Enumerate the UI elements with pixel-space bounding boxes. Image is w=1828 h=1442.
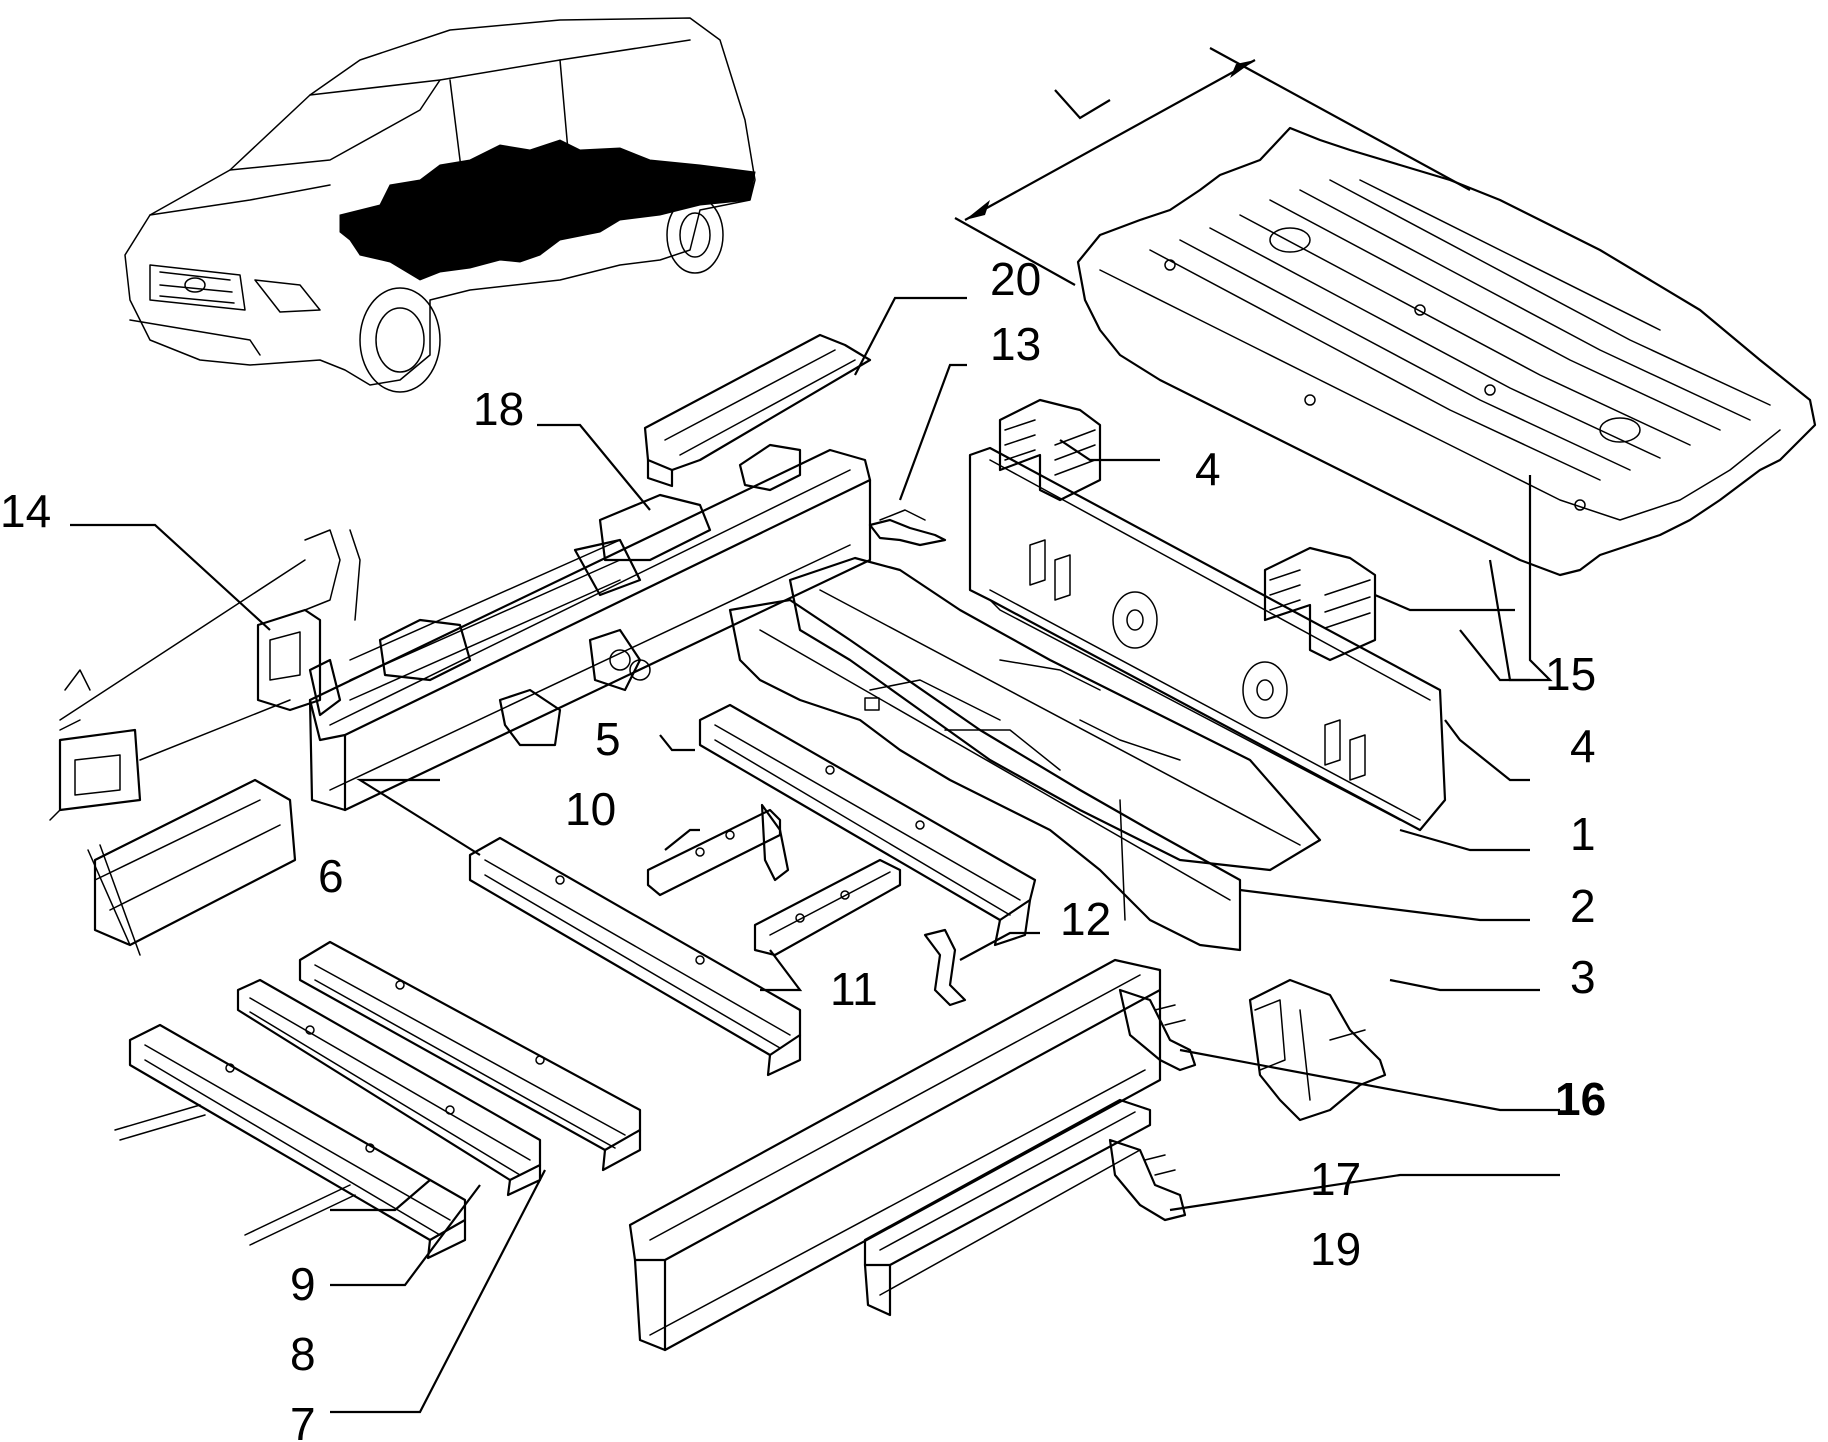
callout-1: 1 xyxy=(1570,808,1596,860)
dimension-l: L xyxy=(954,47,1471,286)
callout-4-lower: 4 xyxy=(1570,720,1596,772)
part-8-crossmember xyxy=(236,978,542,1197)
callout-6: 6 xyxy=(318,850,344,902)
callout-7: 7 xyxy=(290,1398,316,1442)
part-16-bracket xyxy=(1248,978,1387,1122)
callout-15: 15 xyxy=(1545,648,1596,700)
part-12-clip xyxy=(923,928,967,1007)
callout-labels: 1 2 3 4 4 5 6 7 8 9 10 11 12 13 14 15 16… xyxy=(0,253,1606,1442)
van-thumbnail xyxy=(124,17,756,393)
callout-14: 14 xyxy=(0,485,51,537)
callout-19: 19 xyxy=(1310,1223,1361,1275)
floor-highlight-silhouette xyxy=(339,139,756,281)
callout-17: 17 xyxy=(1310,1153,1361,1205)
part-17-side-rail xyxy=(628,958,1197,1352)
part-9-crossmember xyxy=(114,1023,467,1260)
leader-lines xyxy=(70,296,1560,1414)
part-20-rail xyxy=(643,333,872,488)
callout-18: 18 xyxy=(473,383,524,435)
part-3-center-beam xyxy=(728,598,1242,952)
part-18-chassis-assembly xyxy=(308,443,872,812)
callout-8: 8 xyxy=(290,1328,316,1380)
part-19-side-rail xyxy=(863,1098,1187,1317)
callout-20: 20 xyxy=(990,253,1041,305)
part-1-rear-crossmember xyxy=(968,446,1447,832)
left-sill xyxy=(87,778,297,956)
part-11-bracket xyxy=(753,858,902,957)
callout-4-upper: 4 xyxy=(1195,443,1221,495)
part-14-front-section xyxy=(49,529,361,821)
callout-3: 3 xyxy=(1570,951,1596,1003)
part-4-bracket-upper xyxy=(998,398,1102,502)
callout-9: 9 xyxy=(290,1258,316,1310)
callout-11: 11 xyxy=(830,963,878,1015)
part-5-crossmember xyxy=(698,703,1037,947)
callout-16: 16 xyxy=(1555,1073,1606,1125)
part-10-bracket xyxy=(646,803,790,897)
part-15-rear-floor-panel xyxy=(1076,126,1817,577)
callout-2: 2 xyxy=(1570,880,1596,932)
callout-5: 5 xyxy=(595,713,621,765)
part-6-crossmember xyxy=(468,836,802,1077)
callout-10: 10 xyxy=(565,783,616,835)
part-4-bracket-lower xyxy=(1263,546,1377,662)
part-13-bracket xyxy=(868,509,947,547)
callout-12: 12 xyxy=(1060,893,1111,945)
callout-13: 13 xyxy=(990,318,1041,370)
part-7-crossmember xyxy=(298,940,642,1172)
part-2-tunnel-panel xyxy=(788,556,1322,872)
